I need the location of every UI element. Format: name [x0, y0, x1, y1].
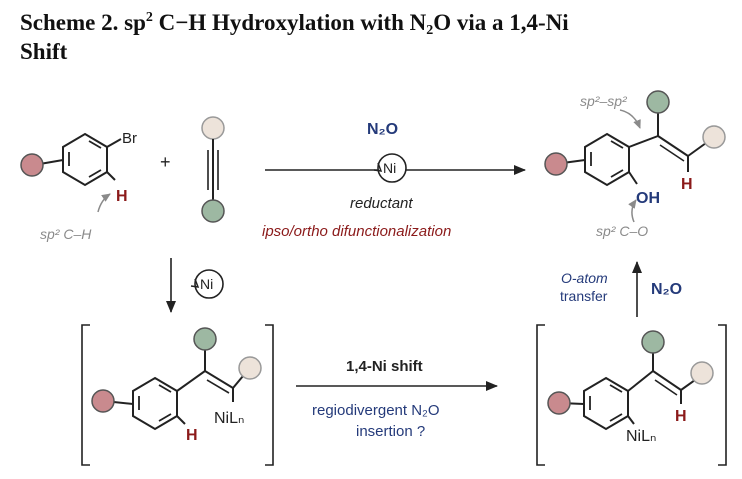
reductant-label: reductant [350, 195, 413, 212]
insertion-label: insertion ? [356, 423, 425, 440]
beige-ball [238, 356, 262, 380]
sp2-sp2-label: sp²–sp² [580, 93, 628, 109]
scheme-title: Scheme 2. sp2 C−H Hydroxylation with N2O… [20, 10, 569, 64]
h-label-int1: H [186, 427, 198, 444]
n2o-label-right: N₂O [651, 281, 682, 298]
sp2-co-pointer-arrow [628, 199, 637, 223]
red-substituent-ball [547, 391, 571, 415]
nil-label-int1: NiLₙ [214, 410, 244, 427]
regiodivergent-label: regiodivergent N₂O [312, 402, 440, 419]
intermediate-alkenyl-nickel: NiLₙ H [81, 324, 274, 466]
h-label-product: H [681, 176, 693, 193]
red-substituent-ball [544, 152, 568, 176]
plus-sign: + [160, 152, 171, 172]
substrate-aryl-bromide: Br H sp² C–H [20, 130, 137, 242]
green-ball [193, 327, 217, 351]
red-substituent-ball [91, 389, 115, 413]
ni-label-down: Ni [200, 276, 213, 292]
ni-label-top: Ni [383, 160, 396, 176]
oh-label: OH [636, 190, 660, 207]
red-substituent-ball [20, 153, 44, 177]
beige-ball [690, 361, 714, 385]
ipso-ortho-label: ipso/ortho difunctionalization [262, 223, 451, 240]
o-atom-label: O-atom [561, 270, 608, 286]
ni-catalytic-cycle-top: Ni [373, 153, 407, 183]
n2o-label-top: N₂O [367, 121, 398, 138]
transfer-label: transfer [560, 288, 608, 304]
shift-label: 1,4-Ni shift [346, 358, 423, 375]
ch-pointer-arrow [97, 193, 111, 213]
green-ball [201, 199, 225, 223]
h-label-substrate: H [116, 188, 128, 205]
sp2-ch-label: sp² C–H [40, 226, 92, 242]
beige-ball [201, 116, 225, 140]
product-phenol: H OH sp²–sp² sp² C–O [544, 90, 726, 239]
green-ball [641, 330, 665, 354]
beige-ball [702, 125, 726, 149]
ni-catalytic-cycle-down: Ni [190, 269, 224, 299]
br-label: Br [122, 130, 137, 147]
nil-label-int2: NiLₙ [626, 428, 656, 445]
intermediate-aryl-nickel: H NiLₙ [536, 324, 727, 466]
sp2-co-label: sp² C–O [596, 223, 648, 239]
alkyne-reagent [201, 116, 225, 223]
sp2-sp2-pointer-arrow [619, 109, 641, 129]
h-label-int2: H [675, 408, 687, 425]
green-ball [646, 90, 670, 114]
